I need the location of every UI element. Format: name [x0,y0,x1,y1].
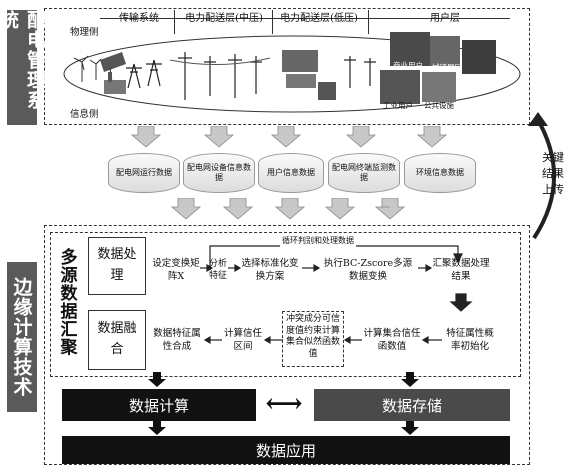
down-arrow-icon [270,126,302,148]
database-equipment-info: 配电网设备信息数据 [183,153,255,193]
storage-user-label: 电源存储 [464,75,494,84]
wind-turbine-icon [73,55,102,82]
data-application-block: 数据应用 [62,436,510,464]
step-compute-trust: 计算集合信任函数值 [363,328,421,352]
multi-source-aggregation-title: 多源数据汇聚 [54,242,80,362]
layer-transmission: 传输系统 [119,13,159,24]
database-environment-info: 环境信息数据 [404,153,476,193]
feedback-arrow [528,112,556,240]
layer-lv-distribution: 电力配送层(低压) [280,13,358,24]
transmission-tower-icon [126,59,162,89]
data-processing-box: 数据处理 [88,237,146,295]
step-set-transform-matrix: 设定变换矩阵X [152,258,200,282]
public-facility-image [422,72,456,102]
edge-computing-frame [44,225,530,465]
step-init-probabilities: 特征属性概率初始化 [446,328,494,352]
info-side-label: 信息侧 [70,109,99,120]
step-select-standardization: 选择标准化变换方案 [241,258,299,282]
industrial-user-image [380,70,420,104]
commercial-user-image [390,32,430,66]
step-execute-bc-zscore: 执行BC-Zscore多源数据变换 [323,258,413,282]
step-aggregate-results: 汇聚数据处理结果 [432,258,490,282]
down-arrow-icon [130,126,162,148]
up-arrow-icon [528,112,548,126]
upload-arrows-row2 [170,198,406,220]
commercial-user-label: 商业用户 [393,61,423,70]
storage-user-image [462,40,496,74]
physical-side-label: 物理侧 [70,27,99,38]
down-arrow-icon [148,372,166,387]
step-conflict-constraint: 冲突成分可信度值约束计算集合似然函数值 [282,311,344,367]
public-facility-label: 公共设施 [424,101,454,110]
down-arrow-icon [148,420,166,435]
database-distribution-operation: 配电网运行数据 [108,153,180,193]
down-arrow-icon [449,293,473,312]
down-arrow-icon [345,126,377,148]
data-storage-block: 数据存储 [314,389,510,421]
layer-mv-distribution: 电力配送层(中压) [185,13,263,24]
step-compute-interval: 计算信任区间 [223,328,262,352]
down-arrow-icon [203,126,235,148]
layer-divider [272,10,273,34]
down-arrow-icon [170,198,202,220]
residential-user-label: 城镇居民 [432,63,462,72]
edge-computing-title: 边缘计算技术 [7,262,37,412]
data-compute-block: 数据计算 [62,389,256,421]
down-arrow-icon [416,126,448,148]
down-arrow-icon [274,198,306,220]
residential-user-image [430,36,460,66]
upload-result-label: 关键结果上传 [542,151,564,196]
down-arrow-icon [374,198,406,220]
step-analyze-features: 分析特征 [208,259,227,282]
database-user-info: 用户信息数据 [258,153,324,193]
step-feature-synthesis: 数据特征属性合成 [153,328,201,352]
distribution-management-frame [44,8,530,125]
substation-icon [282,50,336,100]
layer-divider [368,10,369,34]
grid-illustration [63,32,521,113]
industrial-user-label: 工业用户 [383,101,413,110]
down-arrow-icon [324,198,356,220]
down-arrow-icon [222,198,254,220]
upload-arrows-row1 [130,126,448,148]
data-fusion-box: 数据融合 [88,310,146,370]
compute-storage-exchange-arrow: ⟷ [265,389,303,419]
layer-user: 用户层 [430,13,460,24]
bottom-flow-arrows [148,372,419,435]
grid-ellipse [63,35,521,113]
layer-header-line [100,18,510,19]
layer-divider [174,10,175,34]
down-arrow-icon [401,420,419,435]
down-arrow-icon [401,372,419,387]
database-terminal-monitoring: 配电网终端监测数据 [328,153,400,193]
power-plant-icon [104,72,126,94]
multi-source-aggregation-frame [50,232,521,377]
lv-pole-icon [344,56,376,88]
loop-label: 循环判别和处理数据 [280,236,356,247]
